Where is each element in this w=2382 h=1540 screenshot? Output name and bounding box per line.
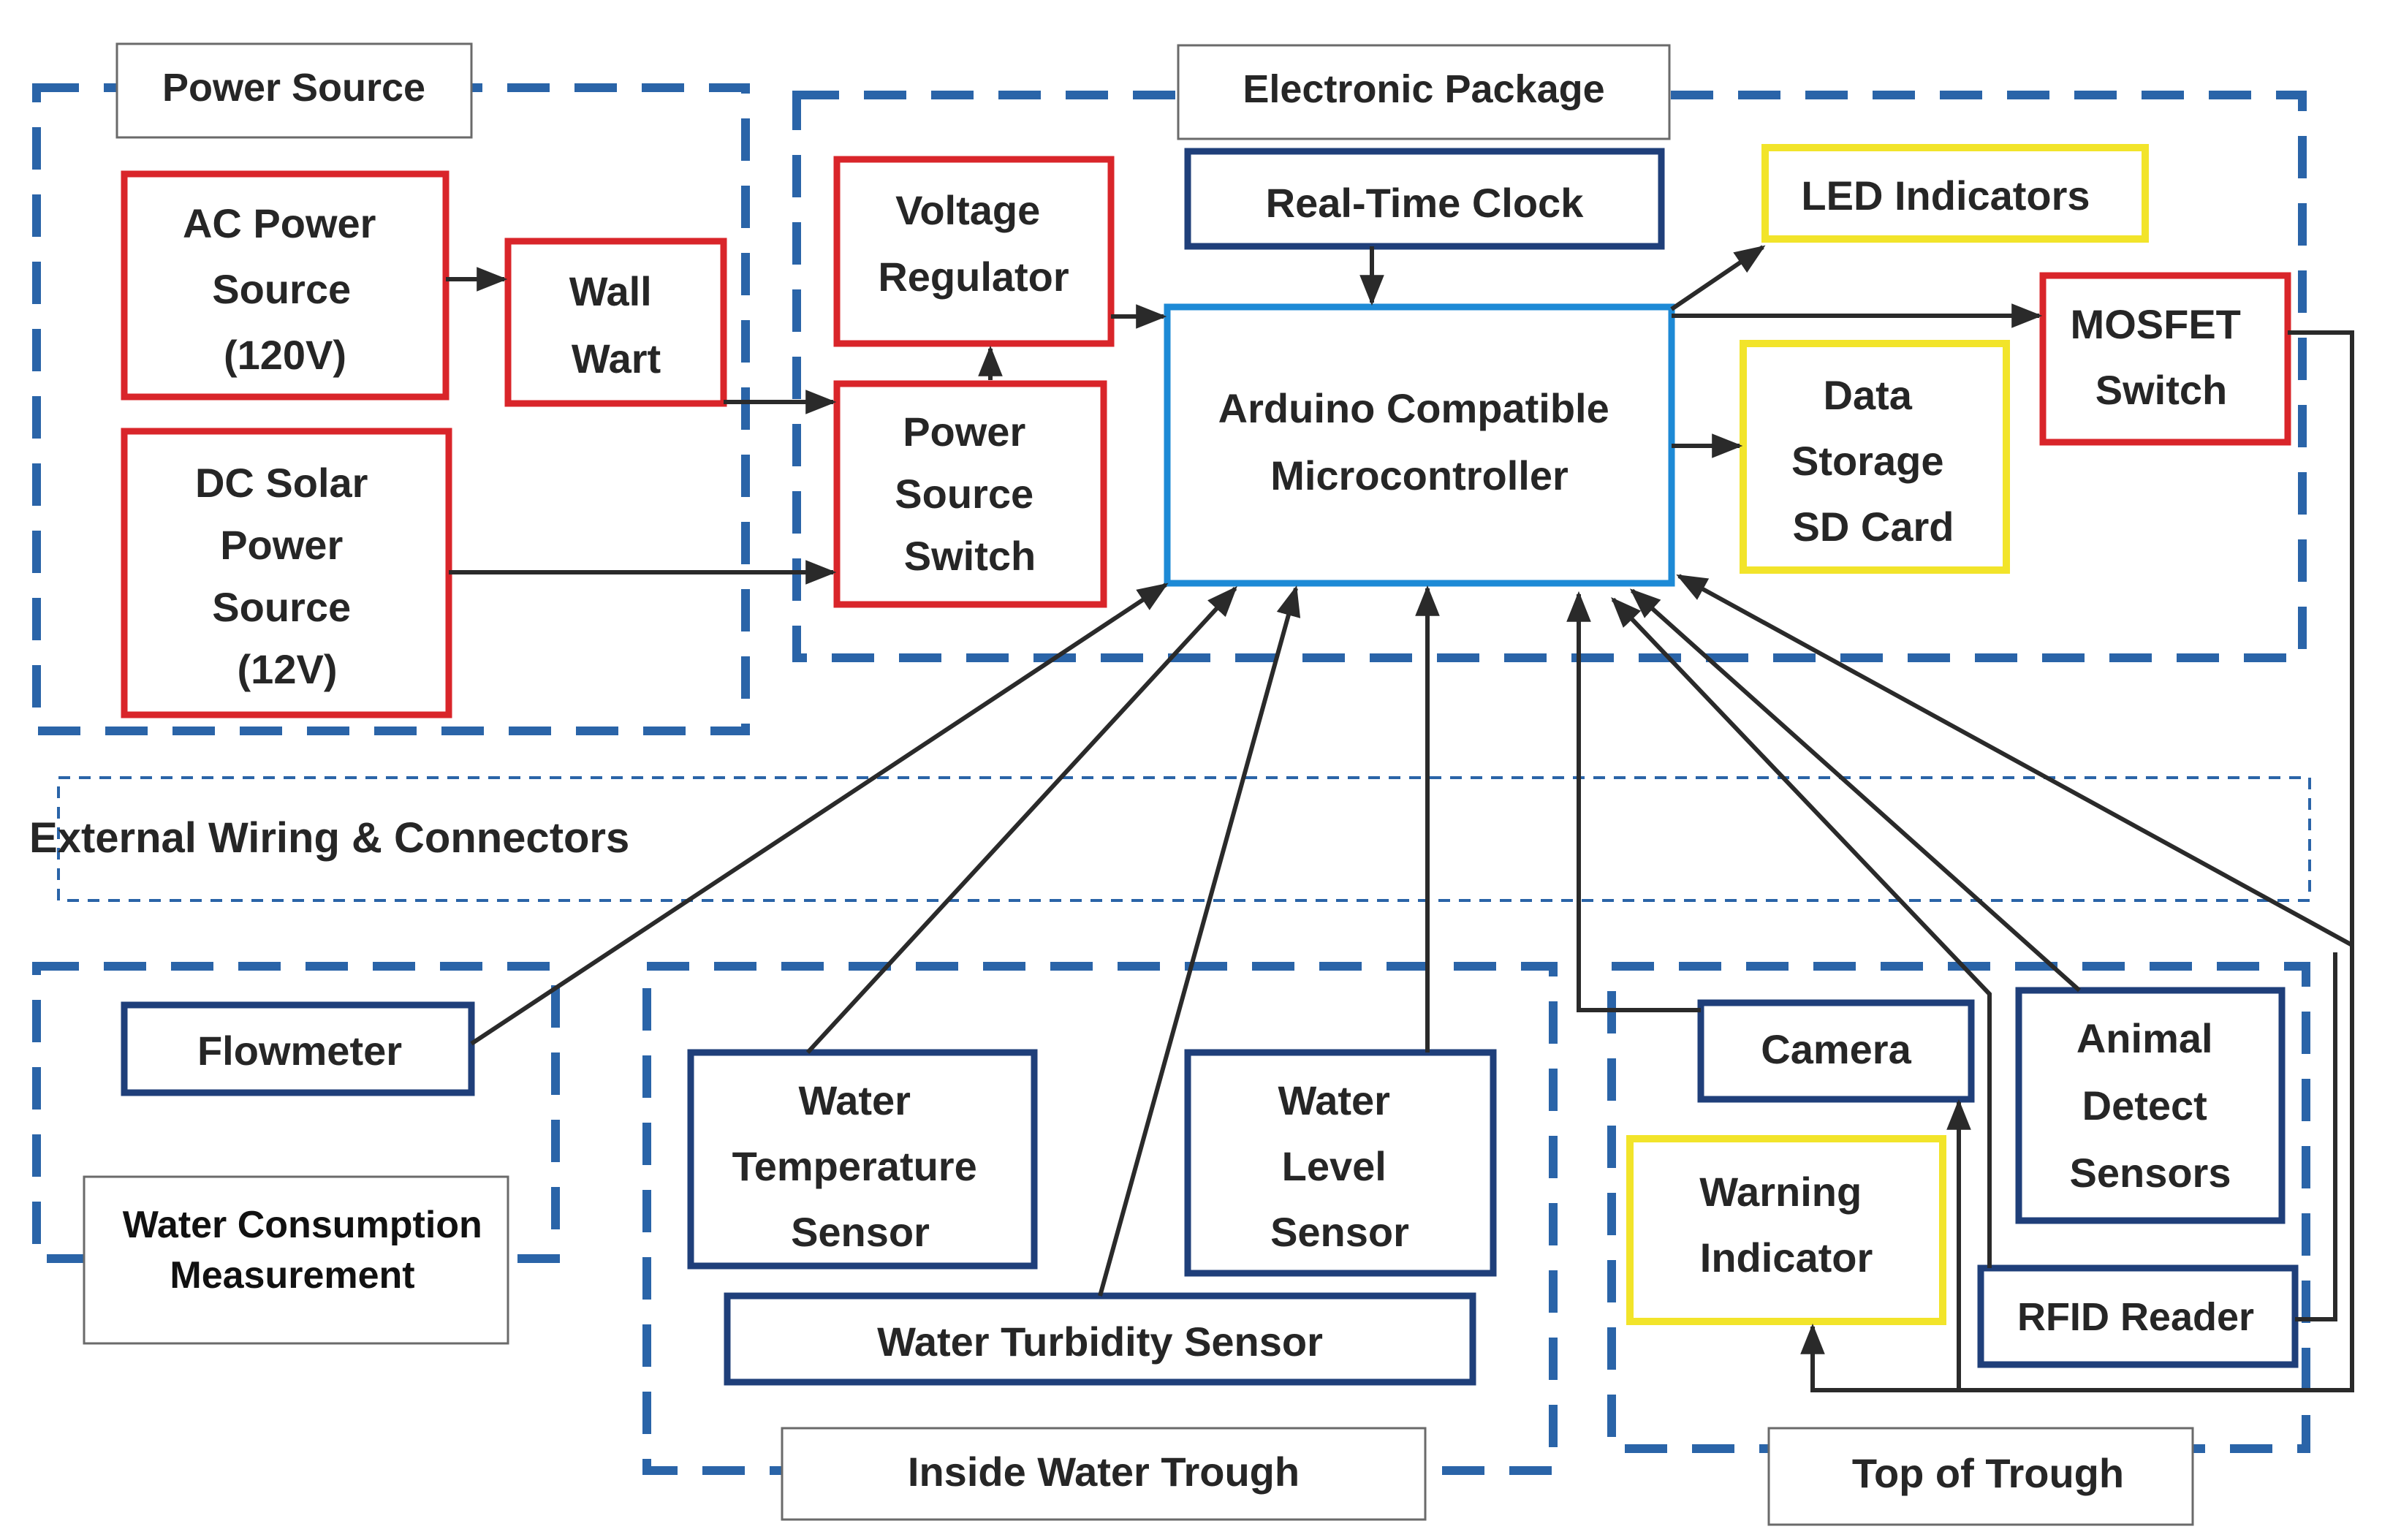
warning-indicator-box (1626, 1135, 1946, 1325)
voltage-regulator-box (833, 156, 1115, 347)
power-switch-label: Power Source Switch (895, 409, 1044, 579)
flowmeter-box (121, 1001, 475, 1096)
led-indicators-label: LED Indicators (1801, 172, 2090, 219)
ac-power-label: AC Power Source (120V) (183, 200, 387, 378)
arrow-temp-to-mcu (805, 585, 1237, 1055)
arrow-bus-to-warning (1800, 1323, 1959, 1392)
sd-card-label: Data Storage SD Card (1791, 372, 1955, 550)
mosfet-output-rail (1959, 330, 2354, 1392)
flowmeter-label: Flowmeter (197, 1028, 402, 1074)
turbidity-label: Water Turbidity Sensor (877, 1319, 1323, 1365)
arrow-animal-to-mcu (1629, 588, 2081, 993)
camera-box (1697, 999, 1975, 1103)
water-consumption-group-label: Water Consumption Measurement (123, 1204, 493, 1297)
camera-label: Camera (1761, 1026, 1911, 1072)
inside-trough-group-label: Inside Water Trough (908, 1449, 1300, 1495)
voltage-regulator-label: Voltage Regulator (878, 187, 1069, 300)
water-level-label: Water Level Sensor (1270, 1077, 1409, 1255)
group-frame-inside-trough (642, 962, 1558, 1475)
arrow-turbidity-to-mcu (1098, 585, 1301, 1297)
top-of-trough-group-label: Top of Trough (1852, 1450, 2124, 1496)
arrow-camera-to-mcu (1566, 591, 1701, 1012)
led-indicators-box (1761, 144, 2149, 243)
animal-detect-label: Animal Detect Sensors (2070, 1015, 2231, 1196)
power-source-switch-box (833, 380, 1107, 608)
mosfet-label: MOSFET Switch (2071, 301, 2253, 413)
rtc-label: Real-Time Clock (1266, 180, 1585, 226)
turbidity-sensor-box (724, 1292, 1476, 1386)
water-temp-label: Water Temperature Sensor (732, 1077, 989, 1255)
group-frame-top-of-trough (1607, 962, 2310, 1453)
external-wiring-group-label: External Wiring & Connectors (29, 814, 629, 862)
group-frame-external-wiring (57, 776, 2311, 902)
rfid-reader-box (1977, 1264, 2299, 1368)
dc-solar-label: DC Solar Power Source (12V) (195, 460, 379, 692)
arrow-mcu-to-led (1670, 245, 1766, 311)
ac-power-source-box (121, 170, 450, 401)
rfid-reader-label: RFID Reader (2017, 1295, 2254, 1339)
microcontroller-label: Arduino Compatible Microcontroller (1218, 385, 1621, 498)
electronic-package-group-label: Electronic Package (1243, 67, 1604, 111)
water-temp-sensor-box (687, 1049, 1038, 1270)
microcontroller-box (1164, 303, 1675, 587)
sd-card-box (1740, 340, 2010, 574)
water-level-sensor-box (1184, 1049, 1497, 1277)
arrow-flowmeter-to-mcu (470, 583, 1169, 1046)
animal-detect-box (2015, 987, 2286, 1224)
warning-indicator-label: Warning Indicator (1699, 1169, 1873, 1281)
wall-wart-box (504, 238, 727, 407)
wall-wart-label: Wall Wart (569, 268, 664, 382)
rfid-rail-link (2295, 952, 2337, 1321)
mosfet-switch-box (2039, 272, 2291, 446)
rtc-box (1184, 148, 1665, 250)
power-source-group-label: Power Source (162, 66, 425, 110)
arrow-rfid-to-mcu (1611, 596, 1992, 1268)
